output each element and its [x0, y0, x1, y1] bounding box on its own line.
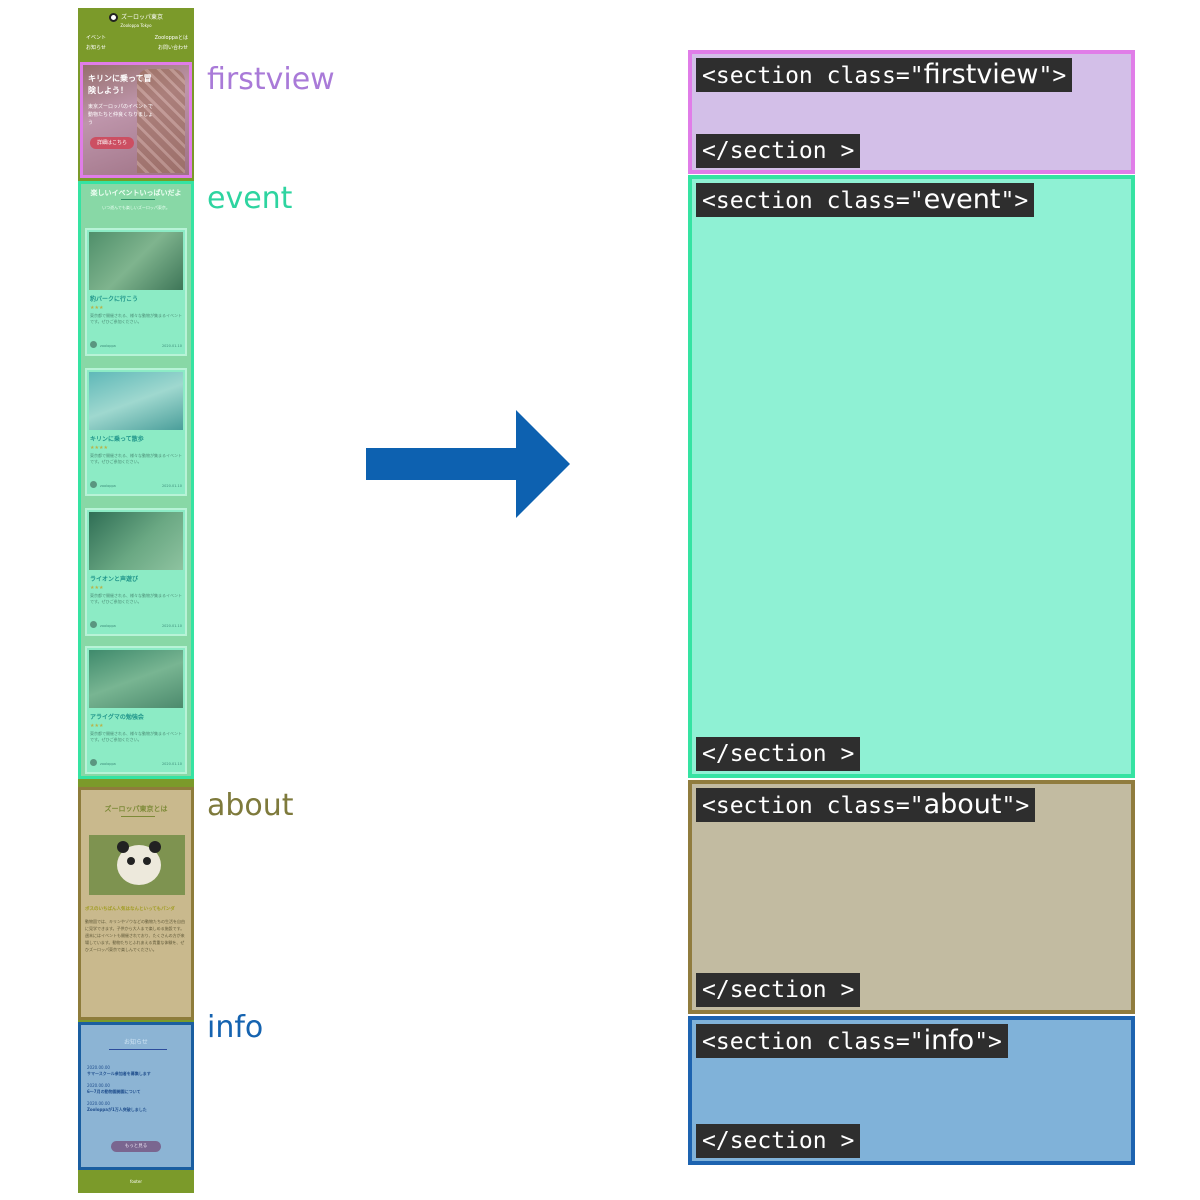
mockup-logo-sub: Zooloppa Tokyo [120, 23, 152, 28]
arrow-right-icon [366, 410, 570, 518]
mockup-logo: ズーロッパ東京 Zooloppa Tokyo [78, 13, 194, 29]
mockup-more-button: もっと見る [111, 1141, 161, 1152]
leopard-image [89, 232, 183, 290]
mockup-nav-item: お問い合わせ [157, 45, 188, 51]
heading-underline [121, 199, 155, 200]
avatar [90, 621, 97, 628]
event-card: アライグマの勉強会 ★★★ 東京都で開催される、様々な動物が集まるイベントです。… [85, 646, 187, 774]
mockup-firstview-title: キリンに乗って冒険しよう！ [88, 74, 152, 95]
mockup-header: ズーロッパ東京 Zooloppa Tokyo イベント Zooloppaとは お… [78, 8, 194, 58]
heading-underline [109, 1049, 167, 1050]
mockup-about-body: 動物園では、キリンやゾウなどの動物たちの生活を自由に見学できます。子供から大人ま… [85, 919, 185, 952]
heading-underline [121, 816, 155, 817]
section-close-tag: </section > [696, 134, 861, 168]
section-box-info: <section class="info"> </section > [688, 1016, 1135, 1165]
event-card-text: 東京都で開催される、様々な動物が集まるイベントです。ぜひご参加ください。 [90, 593, 182, 604]
event-card: 豹パークに行こう ★★★ 東京都で開催される、様々な動物が集まるイベントです。ぜ… [85, 228, 187, 356]
mockup-event-heading: 楽しいイベントいっぱいだよ [90, 189, 182, 197]
mockup-nav-item: Zooloppaとは [154, 35, 188, 41]
page-mockup: ズーロッパ東京 Zooloppa Tokyo イベント Zooloppaとは お… [78, 8, 194, 1193]
section-close-tag: </section > [696, 973, 861, 1007]
section-box-firstview: <section class="firstview"> </section > [688, 50, 1135, 174]
mockup-info-heading: お知らせ [124, 1039, 148, 1046]
event-card-date: 2020.01.10 [161, 344, 182, 348]
event-card-stars: ★★★ [90, 305, 104, 311]
event-card-stars: ★★★ [90, 585, 104, 591]
mockup-about-heading: ズーロッパ東京とは [104, 805, 168, 813]
section-open-tag: <section class="firstview"> [696, 58, 1073, 92]
event-card-stars: ★★★★ [90, 445, 108, 451]
mockup-nav-item: イベント [86, 35, 107, 41]
event-card-text: 東京都で開催される、様々な動物が集まるイベントです。ぜひご参加ください。 [90, 731, 182, 742]
section-open-tag: <section class="about"> [696, 788, 1036, 822]
mockup-firstview-button: 詳細はこちら [90, 137, 134, 149]
label-about: about [207, 788, 294, 823]
section-close-tag: </section > [696, 737, 861, 771]
event-card: ライオンと声遊び ★★★ 東京都で開催される、様々な動物が集まるイベントです。ぜ… [85, 508, 187, 636]
event-card-author: zooloppa [100, 344, 116, 348]
event-card-text: 東京都で開催される、様々な動物が集まるイベントです。ぜひご参加ください。 [90, 453, 182, 464]
mockup-event-subheading: いつ遊んでも楽しいズーロッパ東京。 [102, 205, 170, 210]
section-open-tag: <section class="info"> [696, 1024, 1008, 1058]
mockup-nav-item: お知らせ [86, 45, 106, 51]
event-card-date: 2020.01.10 [161, 762, 182, 766]
event-card: キリンに乗って散歩 ★★★★ 東京都で開催される、様々な動物が集まるイベントです… [85, 368, 187, 496]
mockup-about-lead: ボスのいちばん人気はなんといってもパンダ [85, 907, 175, 912]
mockup-footer: footer [78, 1171, 194, 1193]
section-box-event: <section class="event"> </section > [688, 175, 1135, 778]
label-event: event [207, 181, 293, 216]
giraffe-image [137, 69, 185, 173]
event-card-title: アライグマの勉強会 [90, 714, 144, 721]
mockup-nav: イベント Zooloppaとは お知らせ お問い合わせ [86, 35, 188, 52]
label-firstview: firstview [207, 62, 335, 97]
panda-image [89, 835, 185, 895]
event-card-title: 豹パークに行こう [90, 296, 139, 303]
mockup-firstview-text: 東京ズーロッパのイベントで動物たちと仲良くなりましょう [88, 104, 154, 126]
giraffe-card-image [89, 372, 183, 430]
event-card-date: 2020.01.10 [161, 484, 182, 488]
event-card-text: 東京都で開催される、様々な動物が集まるイベントです。ぜひご参加ください。 [90, 313, 182, 324]
event-card-title: キリンに乗って散歩 [90, 436, 144, 443]
section-open-tag: <section class="event"> [696, 183, 1035, 217]
panda-logo-icon [108, 13, 118, 22]
avatar [90, 481, 97, 488]
event-card-author: zooloppa [100, 484, 116, 488]
event-card-author: zooloppa [100, 762, 116, 766]
event-card-stars: ★★★ [90, 723, 104, 729]
avatar [90, 759, 97, 766]
mockup-firstview: キリンに乗って冒険しよう！ 東京ズーロッパのイベントで動物たちと仲良くなりましょ… [80, 62, 192, 178]
section-box-about: <section class="about"> </section > [688, 780, 1135, 1014]
event-card-title: ライオンと声遊び [90, 576, 139, 583]
mockup-about: ズーロッパ東京とは ボスのいちばん人気はなんといってもパンダ 動物園では、キリン… [78, 787, 194, 1020]
label-info: info [207, 1010, 264, 1045]
mockup-event: 楽しいイベントいっぱいだよ いつ遊んでも楽しいズーロッパ東京。 豹パークに行こう… [78, 181, 194, 779]
event-card-author: zooloppa [100, 624, 116, 628]
section-close-tag: </section > [696, 1124, 861, 1158]
mockup-logo-title: ズーロッパ東京 [120, 14, 163, 21]
lion-image [89, 512, 183, 570]
event-card-date: 2020.01.10 [161, 624, 182, 628]
raccoon-image [89, 650, 183, 708]
avatar [90, 341, 97, 348]
